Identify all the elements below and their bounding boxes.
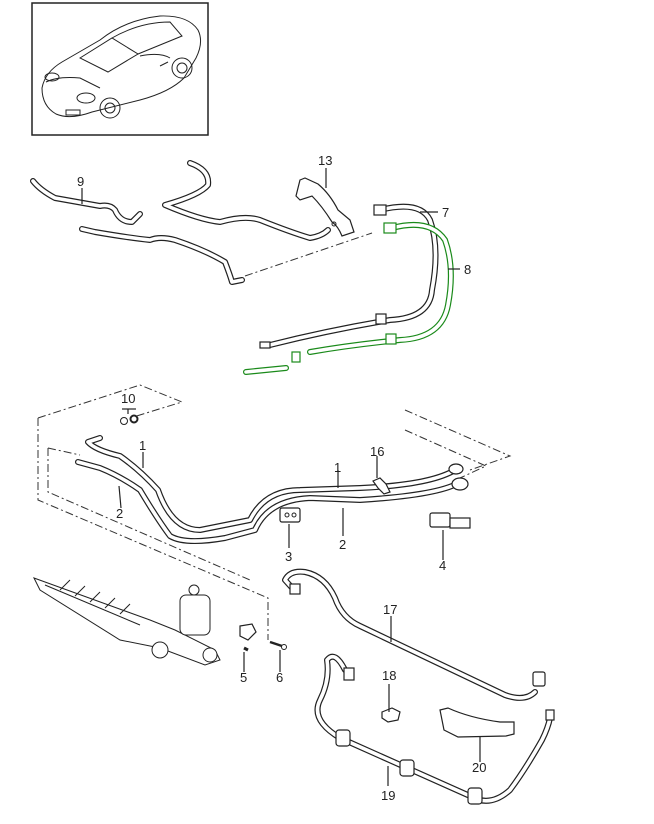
part-7-pressure-line[interactable] bbox=[259, 203, 439, 349]
part-13-bracket[interactable] bbox=[295, 177, 355, 237]
callout-20[interactable]: 20 bbox=[472, 760, 486, 775]
part-9-hose[interactable] bbox=[30, 160, 373, 285]
car-thumbnail bbox=[31, 2, 209, 136]
callout-8[interactable]: 8 bbox=[464, 262, 471, 277]
callout-13[interactable]: 13 bbox=[318, 153, 332, 168]
assembly-boundary bbox=[37, 384, 512, 640]
part-10-seals[interactable] bbox=[120, 414, 139, 425]
callout-17[interactable]: 17 bbox=[383, 602, 397, 617]
callout-2a[interactable]: 2 bbox=[116, 506, 123, 521]
callout-6[interactable]: 6 bbox=[276, 670, 283, 685]
part-18-clip[interactable] bbox=[381, 707, 401, 723]
part-5-6-fasteners[interactable] bbox=[239, 623, 287, 652]
callout-2b[interactable]: 2 bbox=[339, 537, 346, 552]
callout-labels: 9 13 7 8 10 1 2 3 1 2 16 4 5 6 17 18 19 … bbox=[77, 153, 486, 803]
callout-1a[interactable]: 1 bbox=[139, 438, 146, 453]
callout-3[interactable]: 3 bbox=[285, 549, 292, 564]
part-4-holder[interactable] bbox=[429, 512, 471, 529]
callout-16[interactable]: 16 bbox=[370, 444, 384, 459]
callout-4[interactable]: 4 bbox=[439, 558, 446, 573]
callout-5[interactable]: 5 bbox=[240, 670, 247, 685]
callout-18[interactable]: 18 bbox=[382, 668, 396, 683]
part-1-and-2-lines[interactable] bbox=[75, 435, 469, 544]
callout-9[interactable]: 9 bbox=[77, 174, 84, 189]
callout-1b[interactable]: 1 bbox=[334, 460, 341, 475]
part-16-clip[interactable] bbox=[372, 477, 391, 495]
part-3-clip[interactable] bbox=[279, 507, 301, 523]
callout-7[interactable]: 7 bbox=[442, 205, 449, 220]
callout-leaders bbox=[81, 168, 481, 786]
callout-10[interactable]: 10 bbox=[121, 391, 135, 406]
steering-rack[interactable] bbox=[32, 577, 221, 666]
part-19-line[interactable] bbox=[314, 653, 555, 805]
part-8-pressure-line-highlighted[interactable] bbox=[243, 222, 454, 375]
callout-19[interactable]: 19 bbox=[381, 788, 395, 803]
part-20-heat-shield[interactable] bbox=[439, 707, 515, 738]
part-17-line[interactable] bbox=[282, 568, 546, 701]
